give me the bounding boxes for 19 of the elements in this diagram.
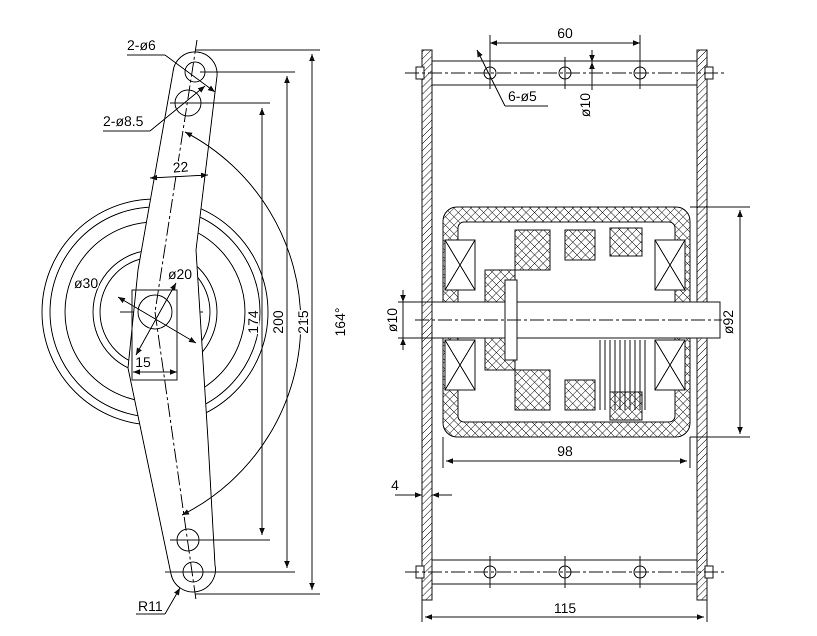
dimension-label: 22 [172,158,190,176]
dimension-label: 115 [554,600,576,616]
dimension-label: ø10 [577,92,593,118]
dimension-label: 174 [245,310,261,334]
dimension-label: 164° [332,308,348,336]
dimension-label: ø30 [74,275,98,291]
dimension-label: 200 [270,310,286,334]
dimension-label: ø92 [720,310,736,334]
dimension-label: 2-ø8.5 [103,113,144,129]
dimension-label: R11 [138,598,163,614]
dimension-label: 215 [295,310,311,334]
dimension-label: 6-ø5 [508,88,537,104]
dimension-label: 15 [135,354,151,370]
dimension-label: 2-ø6 [127,37,156,53]
dimension-label: 60 [557,25,573,41]
dimension-label: 4 [391,477,399,493]
dimension-label: ø10 [384,308,400,332]
dimension-label: 98 [557,443,573,459]
dimension-label: ø20 [168,266,192,282]
